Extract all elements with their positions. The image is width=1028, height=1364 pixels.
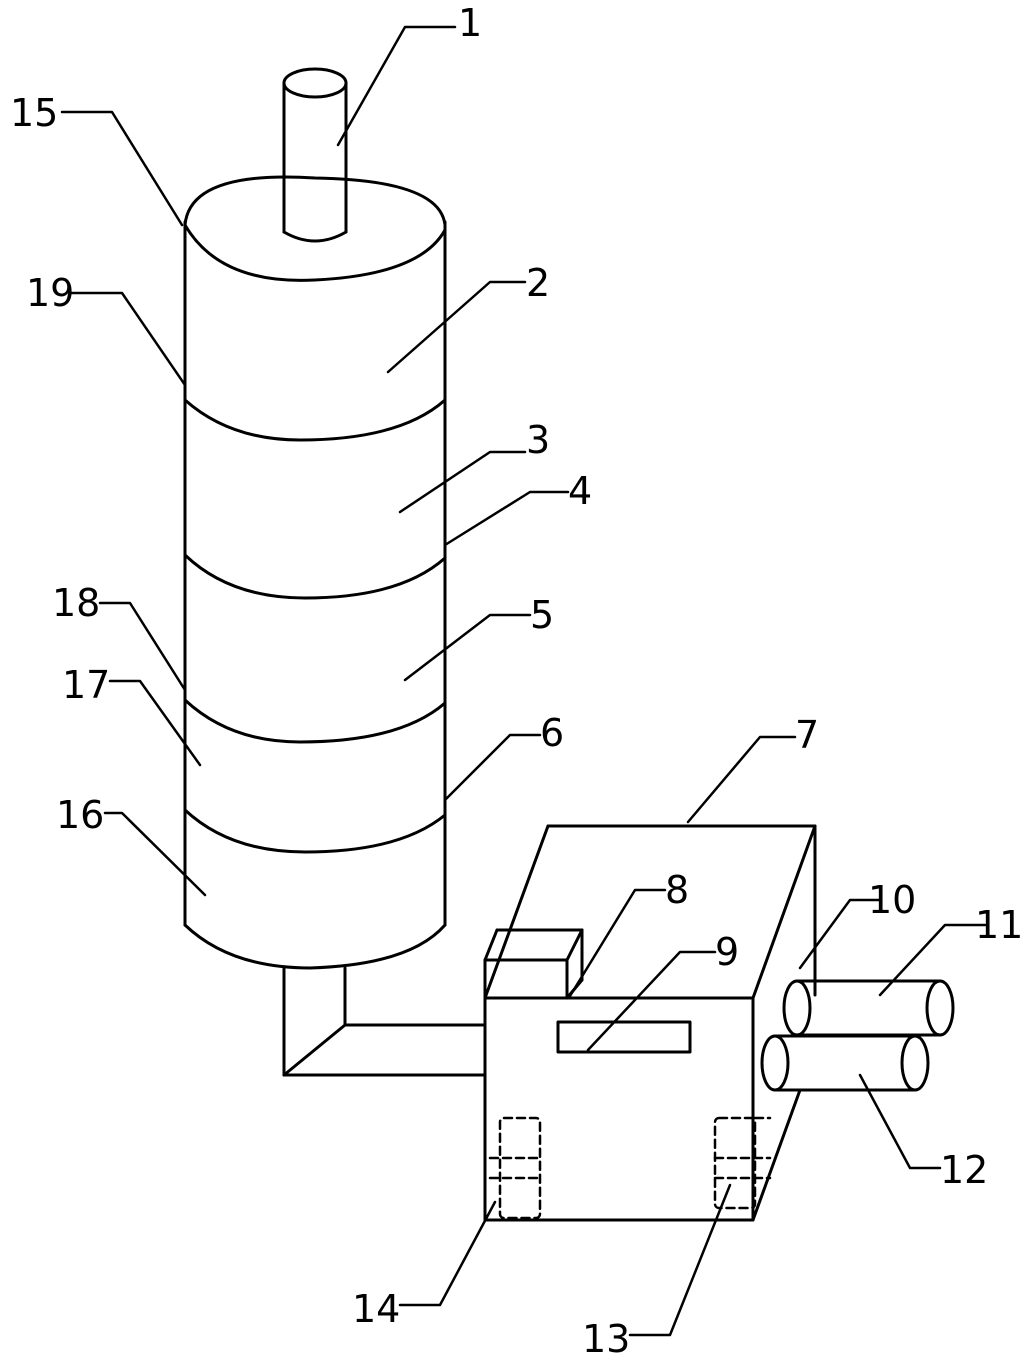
label-15: 15 <box>10 91 58 135</box>
seam-19 <box>183 398 447 442</box>
seam-4 <box>183 553 447 600</box>
label-18: 18 <box>52 581 100 625</box>
label-5: 5 <box>530 593 554 637</box>
seam-18 <box>183 698 447 744</box>
label-10: 10 <box>868 878 916 922</box>
label-13: 13 <box>582 1317 630 1359</box>
cylinder-column <box>183 175 447 970</box>
box-housing <box>483 824 817 1222</box>
top-block <box>483 928 584 1000</box>
outlet-pipe-lower <box>760 1034 930 1092</box>
label-2: 2 <box>526 261 550 305</box>
label-6: 6 <box>540 711 564 755</box>
dashed-parts <box>488 1116 772 1220</box>
label-12: 12 <box>940 1148 988 1192</box>
outlet-pipe-upper <box>782 979 955 1037</box>
top-pipe <box>282 67 348 243</box>
label-11: 11 <box>975 903 1023 947</box>
label-7: 7 <box>795 713 819 757</box>
label-9: 9 <box>715 930 739 974</box>
label-19: 19 <box>26 271 74 315</box>
label-16: 16 <box>56 793 104 837</box>
display-slot <box>556 1020 692 1054</box>
leader-lines <box>60 25 987 1337</box>
label-14: 14 <box>352 1287 400 1331</box>
label-3: 3 <box>526 418 550 462</box>
connecting-pipe <box>282 966 487 1077</box>
seam-6 <box>183 808 447 854</box>
label-8: 8 <box>665 868 689 912</box>
label-1: 1 <box>458 1 482 45</box>
label-17: 17 <box>62 663 110 707</box>
label-4: 4 <box>568 469 592 513</box>
